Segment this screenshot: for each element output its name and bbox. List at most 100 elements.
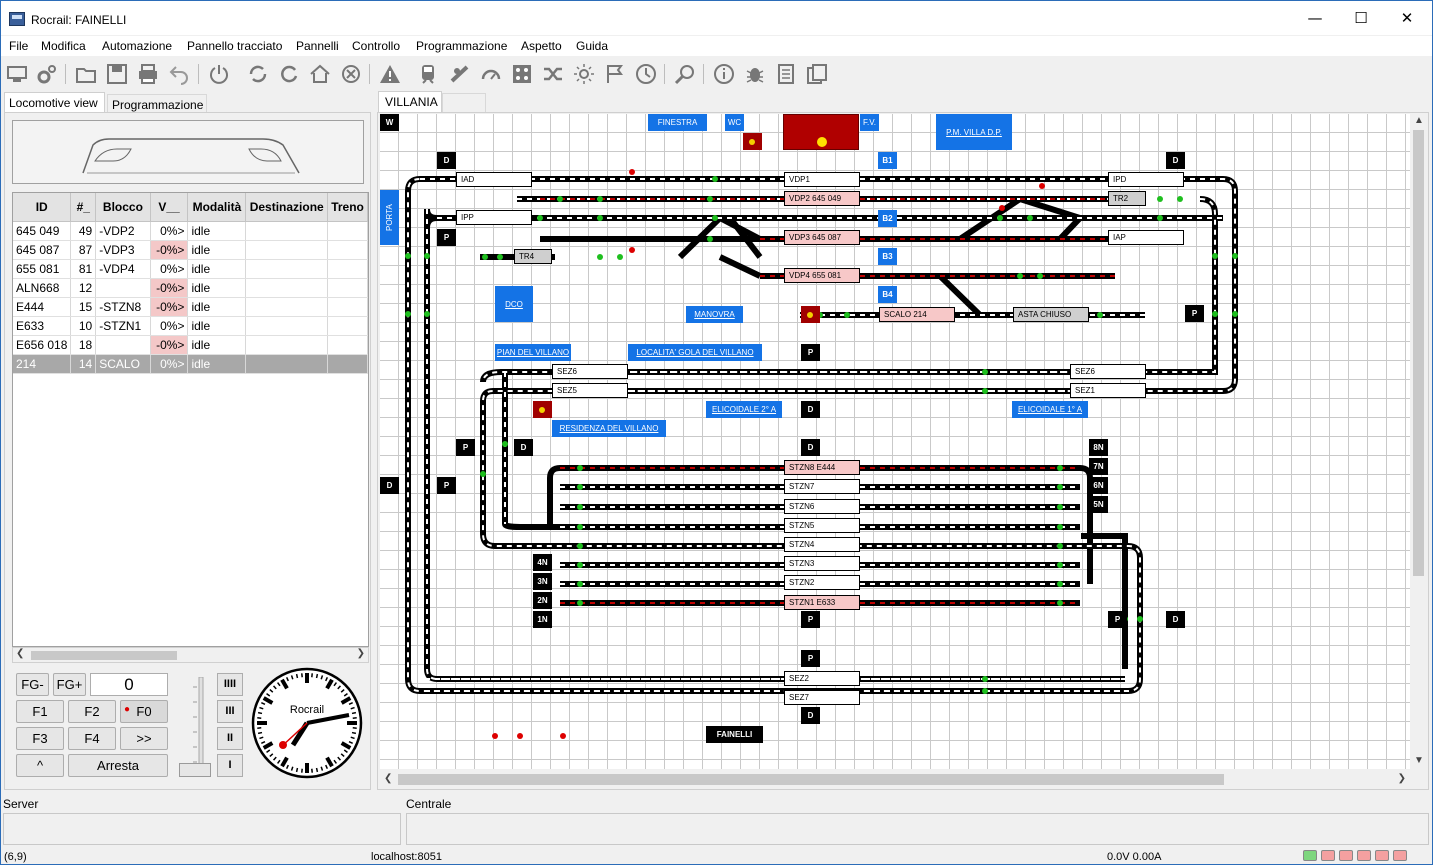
block-asta-chiuso[interactable]: ASTA CHIUSO — [1013, 307, 1089, 322]
plan-vertical-scrollbar[interactable]: ▲ ▼ — [1410, 114, 1427, 771]
manovra-switch[interactable] — [801, 306, 820, 323]
scroll-right-arrow-icon[interactable]: ❯ — [356, 648, 365, 659]
zoom-icon[interactable] — [672, 61, 698, 87]
refresh-icon[interactable] — [276, 61, 302, 87]
label-pian-del-villano[interactable]: PIAN DEL VILLANO — [495, 344, 571, 361]
open-folder-icon[interactable] — [73, 61, 99, 87]
settings-icon[interactable] — [34, 61, 60, 87]
f1-button[interactable]: F1 — [16, 700, 64, 723]
wc-switch[interactable] — [743, 133, 762, 150]
label-manovra[interactable]: MANOVRA — [686, 306, 743, 323]
block-sez6[interactable]: SEZ6 — [552, 364, 628, 379]
stop-circle-icon[interactable] — [338, 61, 364, 87]
tab-programmazione[interactable]: Programmazione — [107, 94, 207, 113]
server-log[interactable] — [3, 813, 401, 845]
route-icon[interactable] — [447, 61, 473, 87]
menu-pannello-tracciato[interactable]: Pannello tracciato — [187, 39, 283, 53]
speed-slider[interactable] — [192, 676, 210, 778]
label-fv[interactable]: F.V. — [860, 114, 879, 131]
tag-b1[interactable]: B1 — [878, 152, 897, 169]
block-vdp4[interactable]: VDP4 655 081 — [784, 268, 860, 283]
scroll-left-arrow-icon[interactable]: ❮ — [16, 648, 25, 659]
menu-modifica[interactable]: Modifica — [41, 39, 86, 53]
direction-button[interactable]: ^ — [16, 754, 64, 777]
label-wc[interactable]: WC — [725, 114, 744, 131]
shuffle-icon[interactable] — [540, 61, 566, 87]
f0-button[interactable]: ● F0 — [120, 700, 168, 723]
document-icon[interactable] — [773, 61, 799, 87]
warning-icon[interactable] — [377, 61, 403, 87]
track-plan-canvas[interactable]: W FINESTRA WC F.V. P.M. VILLA D.P. PORTA… — [380, 114, 1410, 769]
menu-guida[interactable]: Guida — [576, 39, 609, 53]
flag-icon[interactable] — [602, 61, 628, 87]
menu-programmazione[interactable]: Programmazione — [416, 39, 508, 53]
menu-controllo[interactable]: Controllo — [352, 39, 401, 53]
menu-file[interactable]: File — [9, 39, 29, 53]
speed-slider-thumb[interactable] — [179, 763, 211, 777]
clock-icon[interactable] — [633, 61, 659, 87]
tag-b4[interactable]: B4 — [878, 286, 897, 303]
f2-button[interactable]: F2 — [68, 700, 116, 723]
label-elicoidale-1a[interactable]: ELICOIDALE 1° A — [1012, 401, 1088, 418]
block-sez1[interactable]: SEZ1 — [1070, 383, 1146, 398]
block-stzn4[interactable]: STZN4 — [784, 537, 860, 552]
close-button[interactable]: ✕ — [1400, 9, 1414, 27]
block-vdp3[interactable]: VDP3 645 087 — [784, 230, 860, 245]
speedometer-icon[interactable] — [478, 61, 504, 87]
scroll-down-arrow-icon[interactable]: ▼ — [1414, 755, 1424, 766]
scroll-right-arrow-icon[interactable]: ❯ — [1397, 773, 1406, 784]
residenza-switch[interactable] — [533, 401, 552, 418]
minimize-button[interactable]: — — [1307, 9, 1323, 27]
server-icon[interactable] — [4, 61, 30, 87]
block-stzn6[interactable]: STZN6 — [784, 499, 860, 514]
col-treno[interactable]: Treno — [327, 193, 368, 222]
menu-automazione[interactable]: Automazione — [102, 39, 173, 53]
save-icon[interactable] — [104, 61, 130, 87]
label-residenza-del-villano[interactable]: RESIDENZA DEL VILLANO — [552, 420, 666, 437]
documents-icon[interactable] — [804, 61, 830, 87]
label-elicoidale-2a[interactable]: ELICOIDALE 2° A — [706, 401, 782, 418]
label-porta[interactable]: PORTA — [380, 190, 399, 245]
tag-b2[interactable]: B2 — [878, 210, 897, 227]
block-sez6-east[interactable]: SEZ6 — [1070, 364, 1146, 379]
info-icon[interactable] — [711, 61, 737, 87]
tab-locomotive-view[interactable]: Locomotive view — [4, 92, 105, 113]
col-modalita[interactable]: Modalità — [187, 193, 247, 222]
block-stzn3[interactable]: STZN3 — [784, 556, 860, 571]
block-iap[interactable]: IAP — [1108, 230, 1184, 245]
tag-b3[interactable]: B3 — [878, 248, 897, 265]
col-destinazione[interactable]: Destinazione — [245, 193, 329, 222]
train-icon[interactable] — [415, 61, 441, 87]
label-pm-villa-dp[interactable]: P.M. VILLA D.P. — [936, 114, 1012, 150]
plan-horizontal-scrollbar[interactable]: ❮ ❯ — [380, 771, 1410, 788]
tab-empty[interactable] — [442, 93, 486, 112]
block-iad[interactable]: IAD — [456, 172, 532, 187]
layout-icon[interactable] — [509, 61, 535, 87]
table-horizontal-scrollbar[interactable]: ❮ ❯ — [12, 647, 369, 663]
bug-icon[interactable] — [742, 61, 768, 87]
tab-villania[interactable]: VILLANIA — [378, 91, 442, 112]
col-id[interactable]: ID — [13, 193, 72, 222]
speed-level-1-button[interactable]: I — [217, 754, 243, 777]
centrale-log[interactable] — [406, 813, 1429, 845]
block-sez5[interactable]: SEZ5 — [552, 383, 628, 398]
label-localita-gola-del-villano[interactable]: LOCALITA' GOLA DEL VILLANO — [628, 344, 762, 361]
print-icon[interactable] — [135, 61, 161, 87]
f3-button[interactable]: F3 — [16, 727, 64, 750]
block-stzn7[interactable]: STZN7 — [784, 479, 860, 494]
stop-button[interactable]: Arresta — [68, 754, 168, 777]
scroll-up-arrow-icon[interactable]: ▲ — [1414, 115, 1424, 126]
fg-plus-button[interactable]: FG+ — [53, 673, 86, 696]
block-vdp1[interactable]: VDP1 — [784, 172, 860, 187]
block-stzn2[interactable]: STZN2 — [784, 575, 860, 590]
label-dco[interactable]: DCO — [495, 286, 533, 322]
block-stzn5[interactable]: STZN5 — [784, 518, 860, 533]
speed-level-3-button[interactable]: III — [217, 700, 243, 723]
